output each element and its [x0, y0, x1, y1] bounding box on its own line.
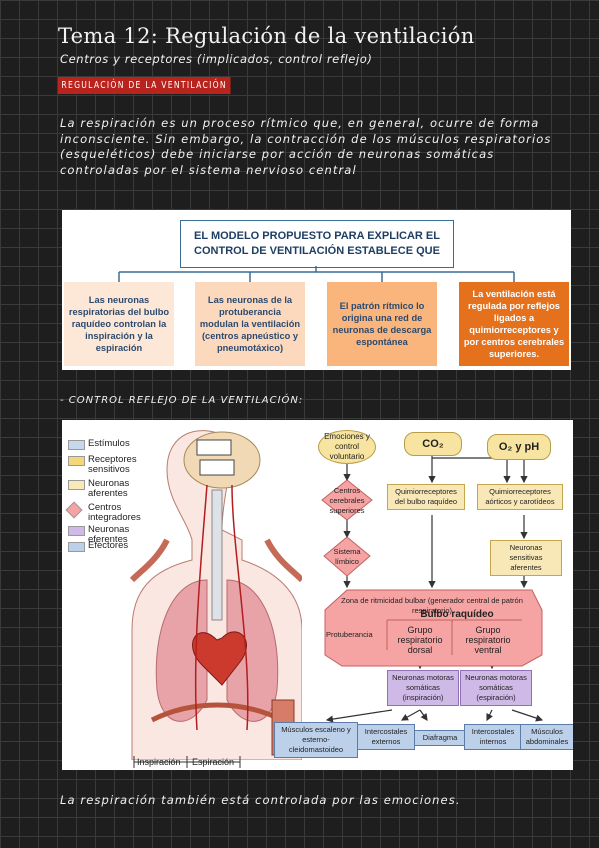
page-subtitle: Centros y receptores (implicados, contro…: [60, 52, 373, 66]
center-cerebrales: Centros cerebrales superiores: [329, 486, 365, 515]
zona-ritmicidad: Zona de ritmicidad bulbar (generador cen…: [341, 596, 523, 615]
legend-label-efectores: Efectores: [88, 540, 129, 551]
effector-int-internos: Intercostales internos: [464, 724, 522, 750]
stimulus-co2: CO₂: [404, 432, 462, 456]
effector-diafragma: Diafragma: [414, 730, 466, 746]
legend-swatch-efectores: [68, 542, 85, 552]
section-heading-control-reflejo: - CONTROL REFLEJO DE LA VENTILACIÓN:: [60, 395, 304, 406]
page-title: Tema 12: Regulación de la ventilación: [58, 24, 475, 48]
stimulus-o2-ph: O₂ y pH: [487, 434, 551, 460]
legend-swatch-aferentes: [68, 480, 85, 490]
model-header-box: EL MODELO PROPUESTO PARA EXPLICAR EL CON…: [180, 220, 454, 268]
grupo-ventral: Grupo respiratorio ventral: [465, 625, 511, 655]
center-limbico: Sistema límbico: [333, 547, 361, 566]
legend-label-eferentes: Neuronas eferentes: [88, 524, 130, 545]
effector-abdominales: Músculos abdominales: [520, 724, 573, 750]
model-box-protuberancia: Las neuronas de la protuberancia modulan…: [195, 282, 305, 366]
flowchart-arrows: [321, 452, 544, 723]
legend-label-centros: Centros integradores: [88, 502, 141, 523]
legend-label-aferentes: Neuronas aferentes: [88, 478, 130, 499]
grupo-dorsal: Grupo respiratorio dorsal: [397, 625, 443, 655]
motor-inspiracion: Neuronas motoras somáticas (inspiración): [387, 670, 459, 706]
phase-arrows: [133, 756, 241, 768]
model-box-patron: El patrón rítmico lo origina una red de …: [327, 282, 437, 366]
legend-label-estimulos: Estímulos: [88, 438, 130, 449]
afferent-neurons: Neuronas sensitivas aferentes: [490, 540, 562, 576]
effector-escaleno: Músculos escaleno y esterno-cleidomastoi…: [274, 722, 358, 758]
motor-espiracion: Neuronas motoras somáticas (espiración): [460, 670, 532, 706]
bulbo-label: Bulbo raquídeo: [420, 609, 494, 620]
model-box-bulbo: Las neuronas respiratorias del bulbo raq…: [64, 282, 174, 366]
legend-swatch-receptores: [68, 456, 85, 466]
legend-swatch-eferentes: [68, 526, 85, 536]
phase-label-espiracion: Espiración: [192, 757, 235, 767]
reflex-control-figure: Estímulos Receptores sensitivos Neuronas…: [62, 420, 573, 770]
receptor-aorticos: Quimiorreceptores aórticos y carotídeos: [477, 484, 563, 510]
anatomy-illustration: [129, 430, 302, 760]
legend-label-receptores: Receptores sensitivos: [88, 454, 137, 475]
section-heading-regulacion: REGULACIÓN DE LA VENTILACIÓN: [58, 77, 231, 94]
stimulus-emociones: Emociones y control voluntario: [318, 430, 376, 464]
model-connector-lines: [118, 266, 515, 282]
legend-swatch-estimulos: [68, 440, 85, 450]
protuberancia-label: Protuberancia: [326, 630, 373, 639]
intro-paragraph: La respiración es un proceso rítmico que…: [60, 116, 552, 177]
model-box-reflejos: La ventilación está regulada por reflejo…: [459, 282, 569, 366]
model-diagram: EL MODELO PROPUESTO PARA EXPLICAR EL CON…: [62, 210, 571, 370]
phase-label-inspiracion: Inspiración: [137, 757, 181, 767]
receptor-bulbo: Quimiorreceptores del bulbo raquídeo: [387, 484, 465, 510]
caption-emociones: La respiración también está controlada p…: [60, 793, 461, 807]
effector-int-externos: Intercostales externos: [357, 724, 415, 750]
